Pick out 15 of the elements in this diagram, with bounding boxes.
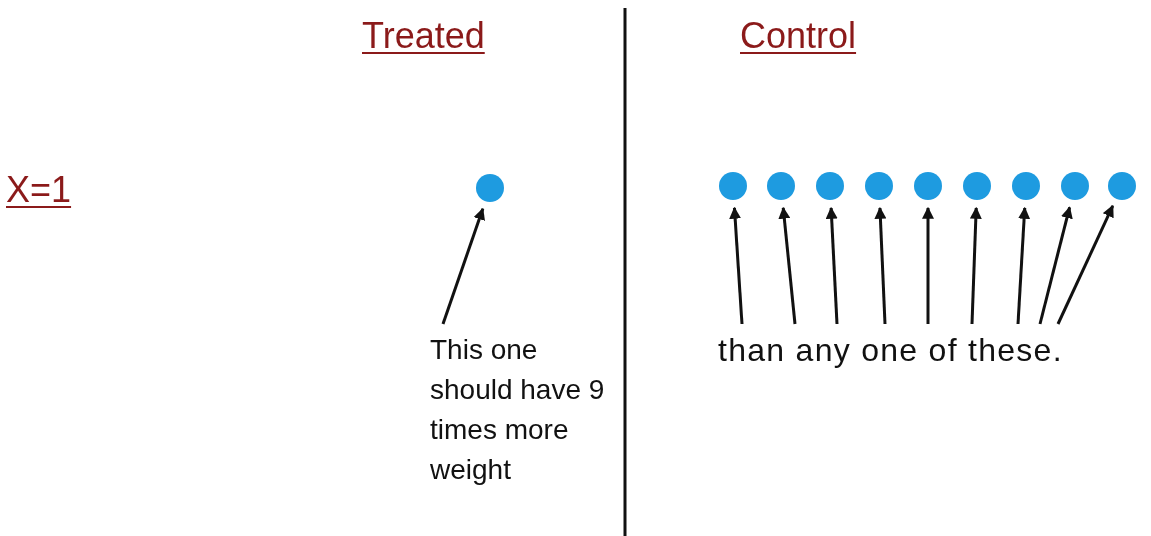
arrow	[729, 206, 744, 325]
annotation-text: This one should have 9 times more weight	[430, 333, 606, 487]
annotation-text: than any one of these.	[718, 331, 1064, 370]
arrow	[874, 206, 887, 325]
heading-text: Treated	[362, 14, 485, 58]
arrow	[969, 206, 982, 325]
heading-text: X=1	[6, 168, 72, 212]
arrow	[441, 207, 485, 325]
arrow	[1038, 206, 1073, 325]
arrow	[922, 206, 934, 324]
arrow	[1016, 206, 1031, 325]
arrow	[825, 206, 839, 325]
heading-text: Control	[740, 14, 857, 58]
arrow	[778, 206, 797, 325]
arrow	[1056, 204, 1115, 325]
